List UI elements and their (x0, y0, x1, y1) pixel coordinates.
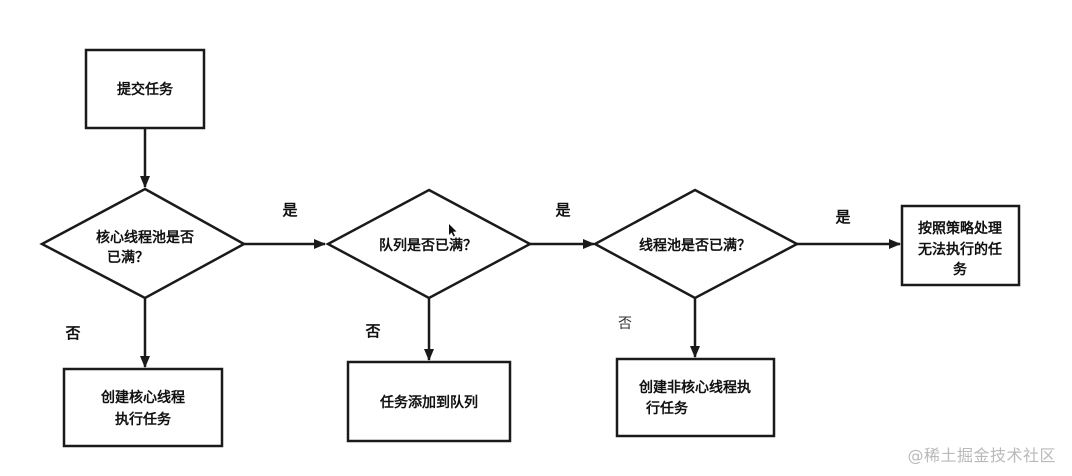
create-noncore-thread-label-line1: 创建非核心线程执 (638, 379, 751, 396)
create-core-thread-label-line1: 创建核心线程 (100, 389, 185, 406)
queue-full-decision (325, 188, 533, 300)
mouse-cursor-icon (449, 224, 457, 237)
add-to-queue-box (346, 360, 512, 443)
core-pool-full-label-line1: 核心线程池是否 (96, 229, 194, 246)
create-noncore-thread-box (615, 357, 776, 438)
edge-label-yes-3: 是 (834, 208, 851, 226)
reject-policy-label-line1: 按照策略处理 (918, 220, 1002, 237)
create-noncore-thread-label-line2: 行任务 (645, 400, 689, 417)
edge-label-no-1: 否 (64, 324, 80, 342)
core-pool-full-decision (39, 187, 247, 300)
queue-full-label: 队列是否已满？ (379, 237, 477, 254)
edge-label-no-2: 否 (364, 322, 380, 340)
add-to-queue-label: 任务添加到队列 (379, 394, 478, 411)
reject-policy-label-line3: 务 (953, 261, 968, 278)
edge-label-yes-1: 是 (281, 201, 298, 219)
submit-task-box (84, 48, 206, 130)
edge-label-no-3: 否 (618, 316, 632, 332)
core-pool-full-label-line2: 已满？ (107, 249, 149, 266)
pool-full-decision (592, 188, 800, 300)
create-core-thread-box (62, 367, 224, 448)
reject-policy-box (900, 204, 1021, 287)
watermark: @稀土掘金技术社区 (907, 446, 1056, 465)
submit-task-label: 提交任务 (117, 81, 174, 98)
reject-policy-label-line2: 无法执行的任 (917, 241, 1002, 258)
edge-label-yes-2: 是 (554, 201, 571, 219)
pool-full-label: 线程池是否已满？ (639, 237, 751, 254)
create-core-thread-label-line2: 执行任务 (115, 411, 172, 428)
